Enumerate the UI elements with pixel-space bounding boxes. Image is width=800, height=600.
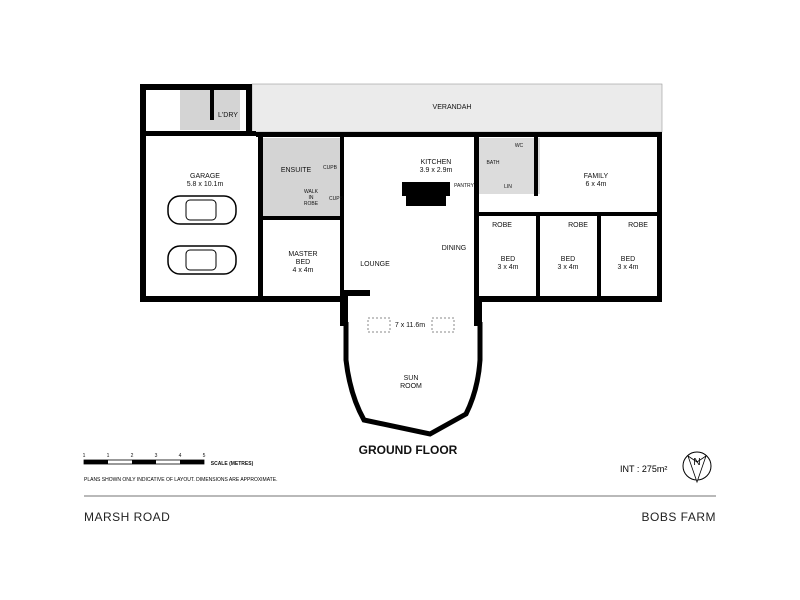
robe-label: ROBE [492,222,512,229]
suburb-name: BOBS FARM [641,510,716,524]
verandah-label: VERANDAH [433,104,472,111]
scale-tick: 4 [179,453,182,459]
kitchen-island [402,182,450,196]
wc-label: WC [515,143,524,149]
garage-label: GARAGE [190,173,220,180]
sun-room-label: ROOM [400,383,422,390]
robe-label: ROBE [628,222,648,229]
family-label: FAMILY [584,173,609,180]
scale-tick: 3 [155,453,158,459]
bath-label: BATH [487,160,500,166]
ensuite-area [262,138,342,218]
garage-size: 5.8 x 10.1m [187,181,224,188]
scale-tick: 2 [131,453,134,459]
family-size: 6 x 4m [585,181,606,188]
pantry-label: PANTRY [454,183,474,189]
compass-letter: N [693,457,700,468]
dining-label: DINING [442,245,467,252]
cupboard-label: CUPB [329,196,344,202]
lounge-label: LOUNGE [360,261,390,268]
master-bed-size: 4 x 4m [292,267,313,274]
laundry-label: L'DRY [218,112,238,119]
bed-size: 3 x 4m [497,264,518,271]
walk-in-robe-label: WALK [304,189,319,195]
scale-tick: 1 [83,453,86,459]
opening-left [367,317,391,333]
bed-size: 3 x 4m [617,264,638,271]
bed-label: BED [501,256,515,263]
walk-in-robe-label: ROBE [304,201,319,207]
internal-area: INT : 275m² [620,464,667,474]
bed-size: 3 x 4m [557,264,578,271]
kitchen-bench [406,196,446,206]
cupboard-label: CUPB [323,165,338,171]
kitchen-label: KITCHEN [421,159,452,166]
windows [164,133,642,300]
disclaimer-note: PLANS SHOWN ONLY INDICATIVE OF LAYOUT. D… [84,477,277,483]
walk-in-robe-label: IN [309,195,314,201]
opening-right [431,317,455,333]
robe-label: ROBE [568,222,588,229]
compass-icon [682,451,712,484]
master-bed-label: MASTER [288,251,317,258]
scale-label: SCALE (METRES) [211,461,254,467]
sun-room-label: SUN [404,375,419,382]
kitchen-size: 3.9 x 2.9m [420,167,453,174]
car-icon [167,245,237,275]
living-size: 7 x 11.6m [395,322,425,329]
master-bed-label: BED [296,259,310,266]
bed-label: BED [621,256,635,263]
scale-tick: 5 [203,453,206,459]
car-icon [167,195,237,225]
verandah-area [251,83,663,133]
sun-room-walls [343,322,483,437]
street-name: MARSH ROAD [84,510,171,524]
ensuite-label: ENSUITE [281,167,312,174]
scale-bar [83,459,205,465]
bath-area [478,138,540,194]
bed-label: BED [561,256,575,263]
floor-title: GROUND FLOOR [359,443,458,457]
linen-label: LIN [504,184,512,190]
scale-tick: 1 [107,453,110,459]
